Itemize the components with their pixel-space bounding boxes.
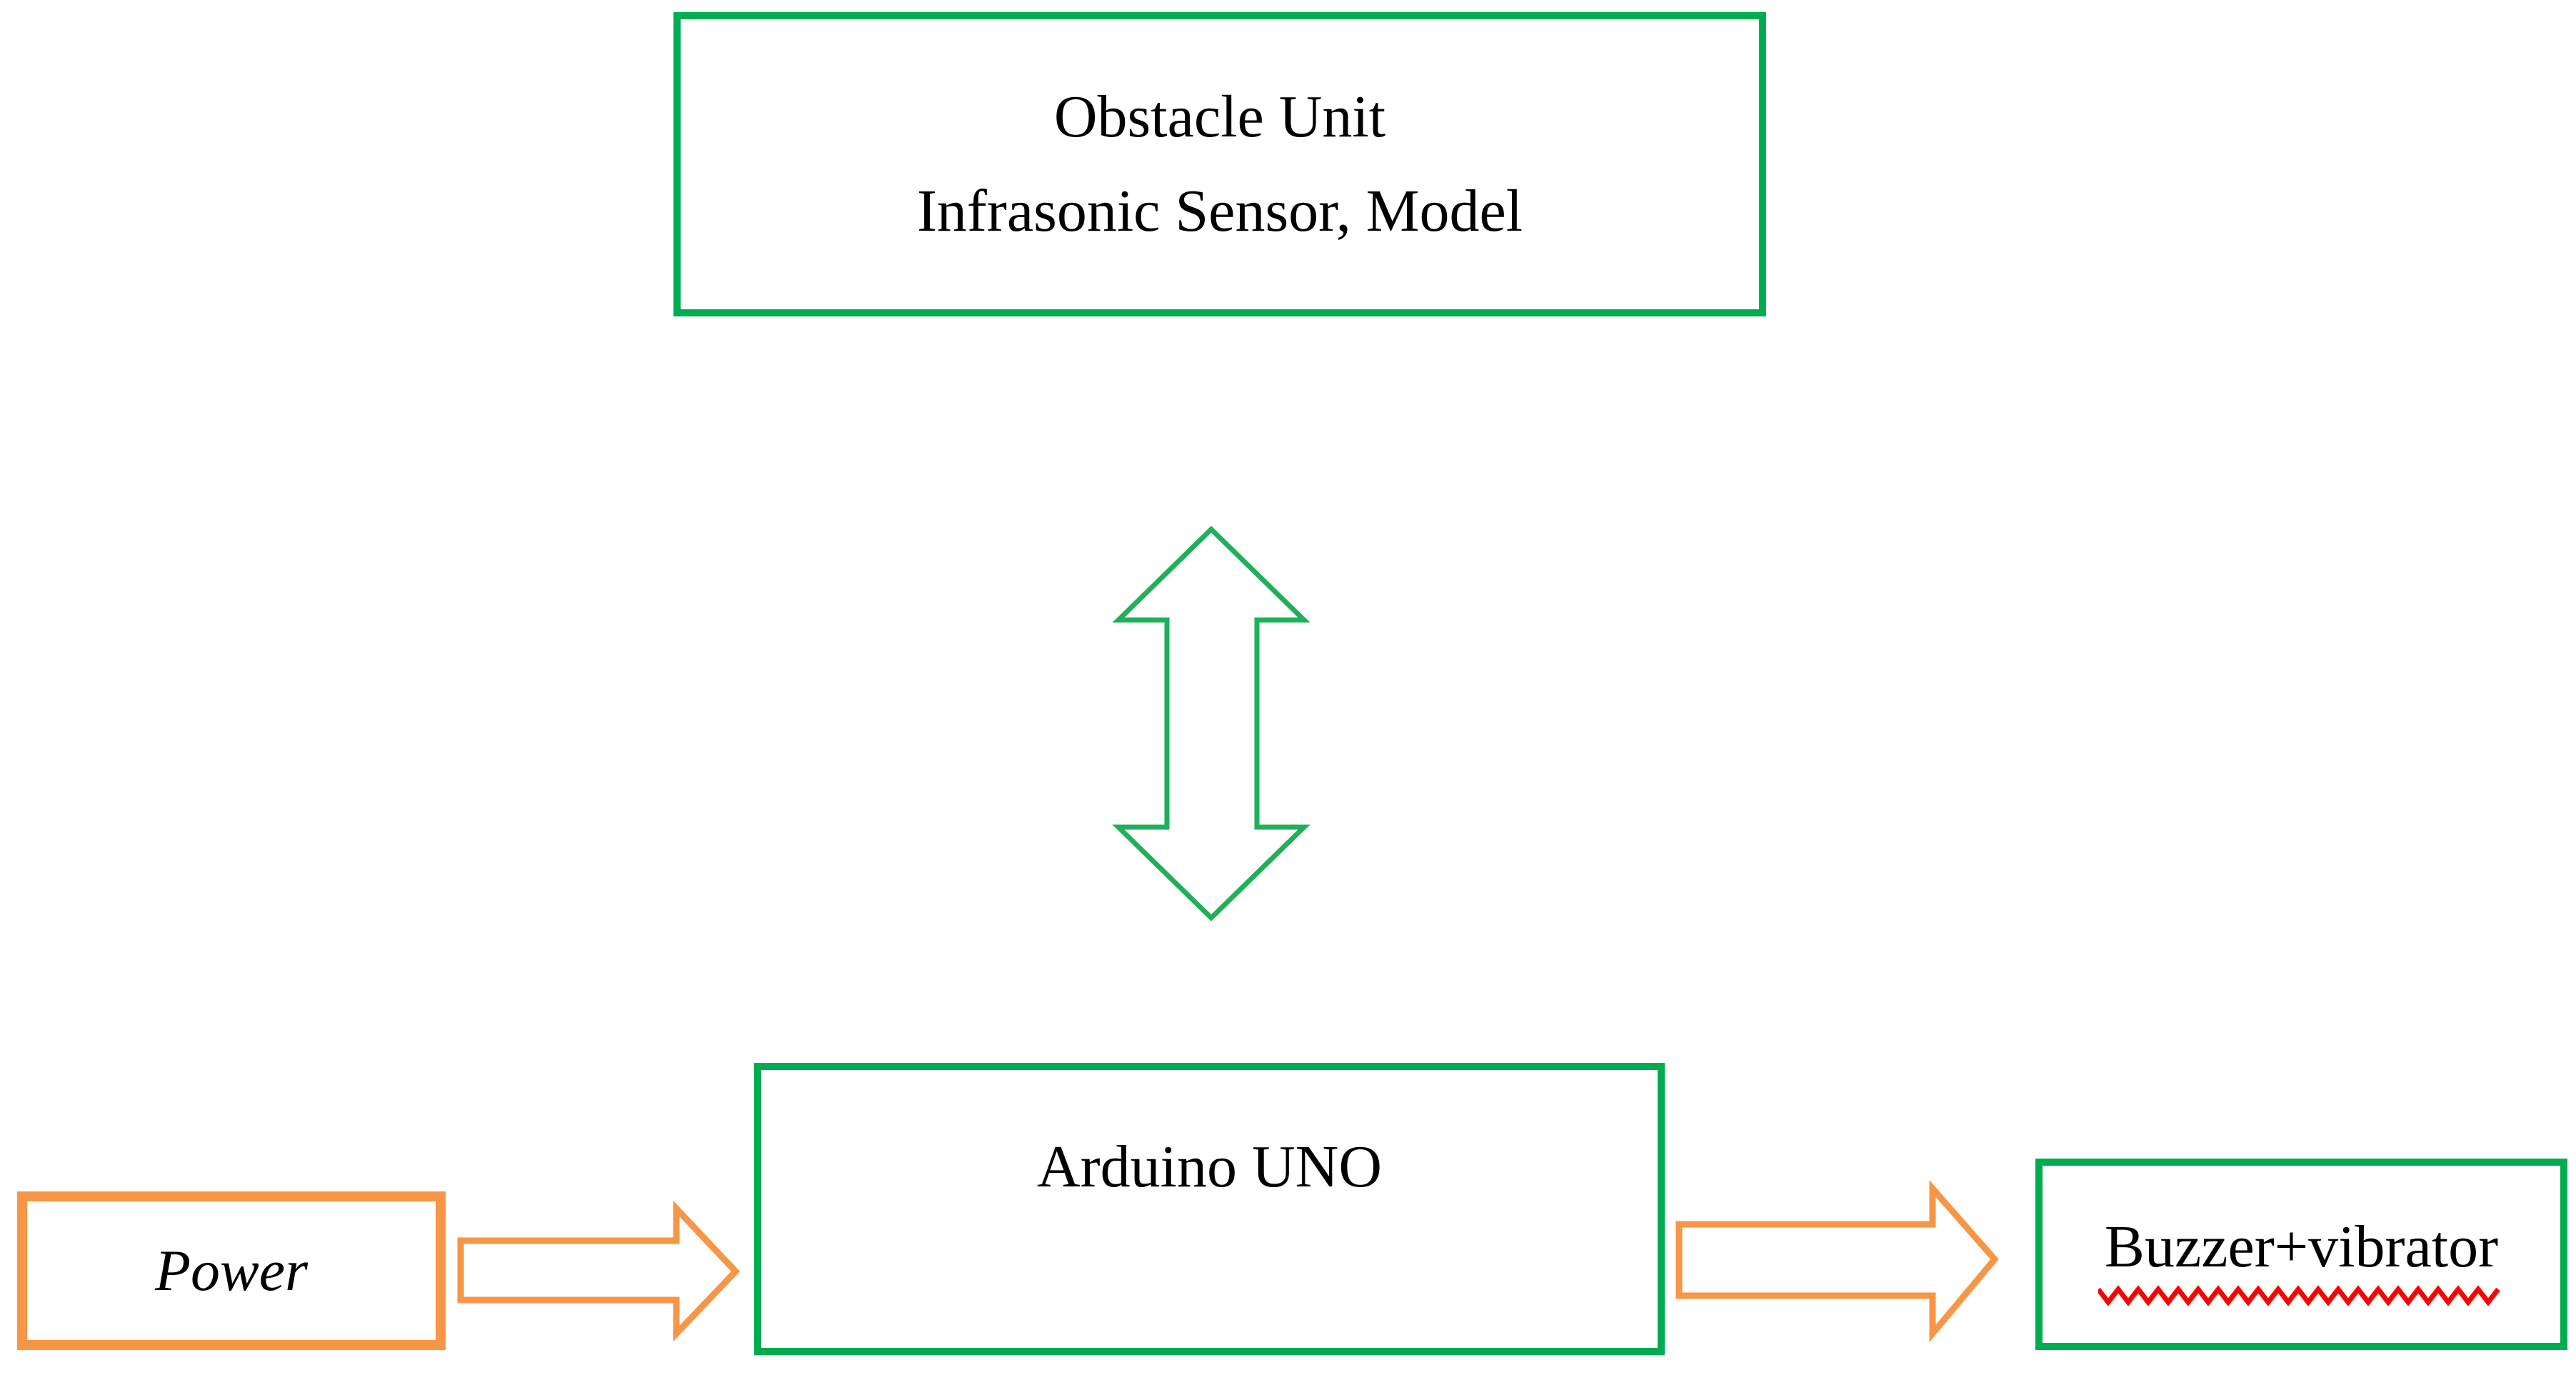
obstacle-unit-label-line2: Infrasonic Sensor, Model [916,178,1523,244]
buzzer-vibrator-label: Buzzer+vibrator [2104,1214,2499,1280]
arduino-uno-label: Arduino UNO [1037,1134,1382,1200]
power-to-arduino-arrow-icon [457,1200,741,1342]
power-box: Power [17,1191,446,1350]
buzzer-vibrator-box: Buzzer+vibrator [2035,1159,2567,1350]
obstacle-unit-label-line1: Obstacle Unit [1053,84,1386,150]
power-label: Power [154,1238,309,1303]
updown-arrow-icon [1112,526,1310,921]
spellcheck-squiggle-underline [2098,1285,2500,1306]
arduino-uno-box: Arduino UNO [754,1063,1665,1355]
arduino-to-buzzer-arrow-icon [1675,1180,1999,1343]
obstacle-unit-box: Obstacle Unit Infrasonic Sensor, Model [673,12,1766,316]
